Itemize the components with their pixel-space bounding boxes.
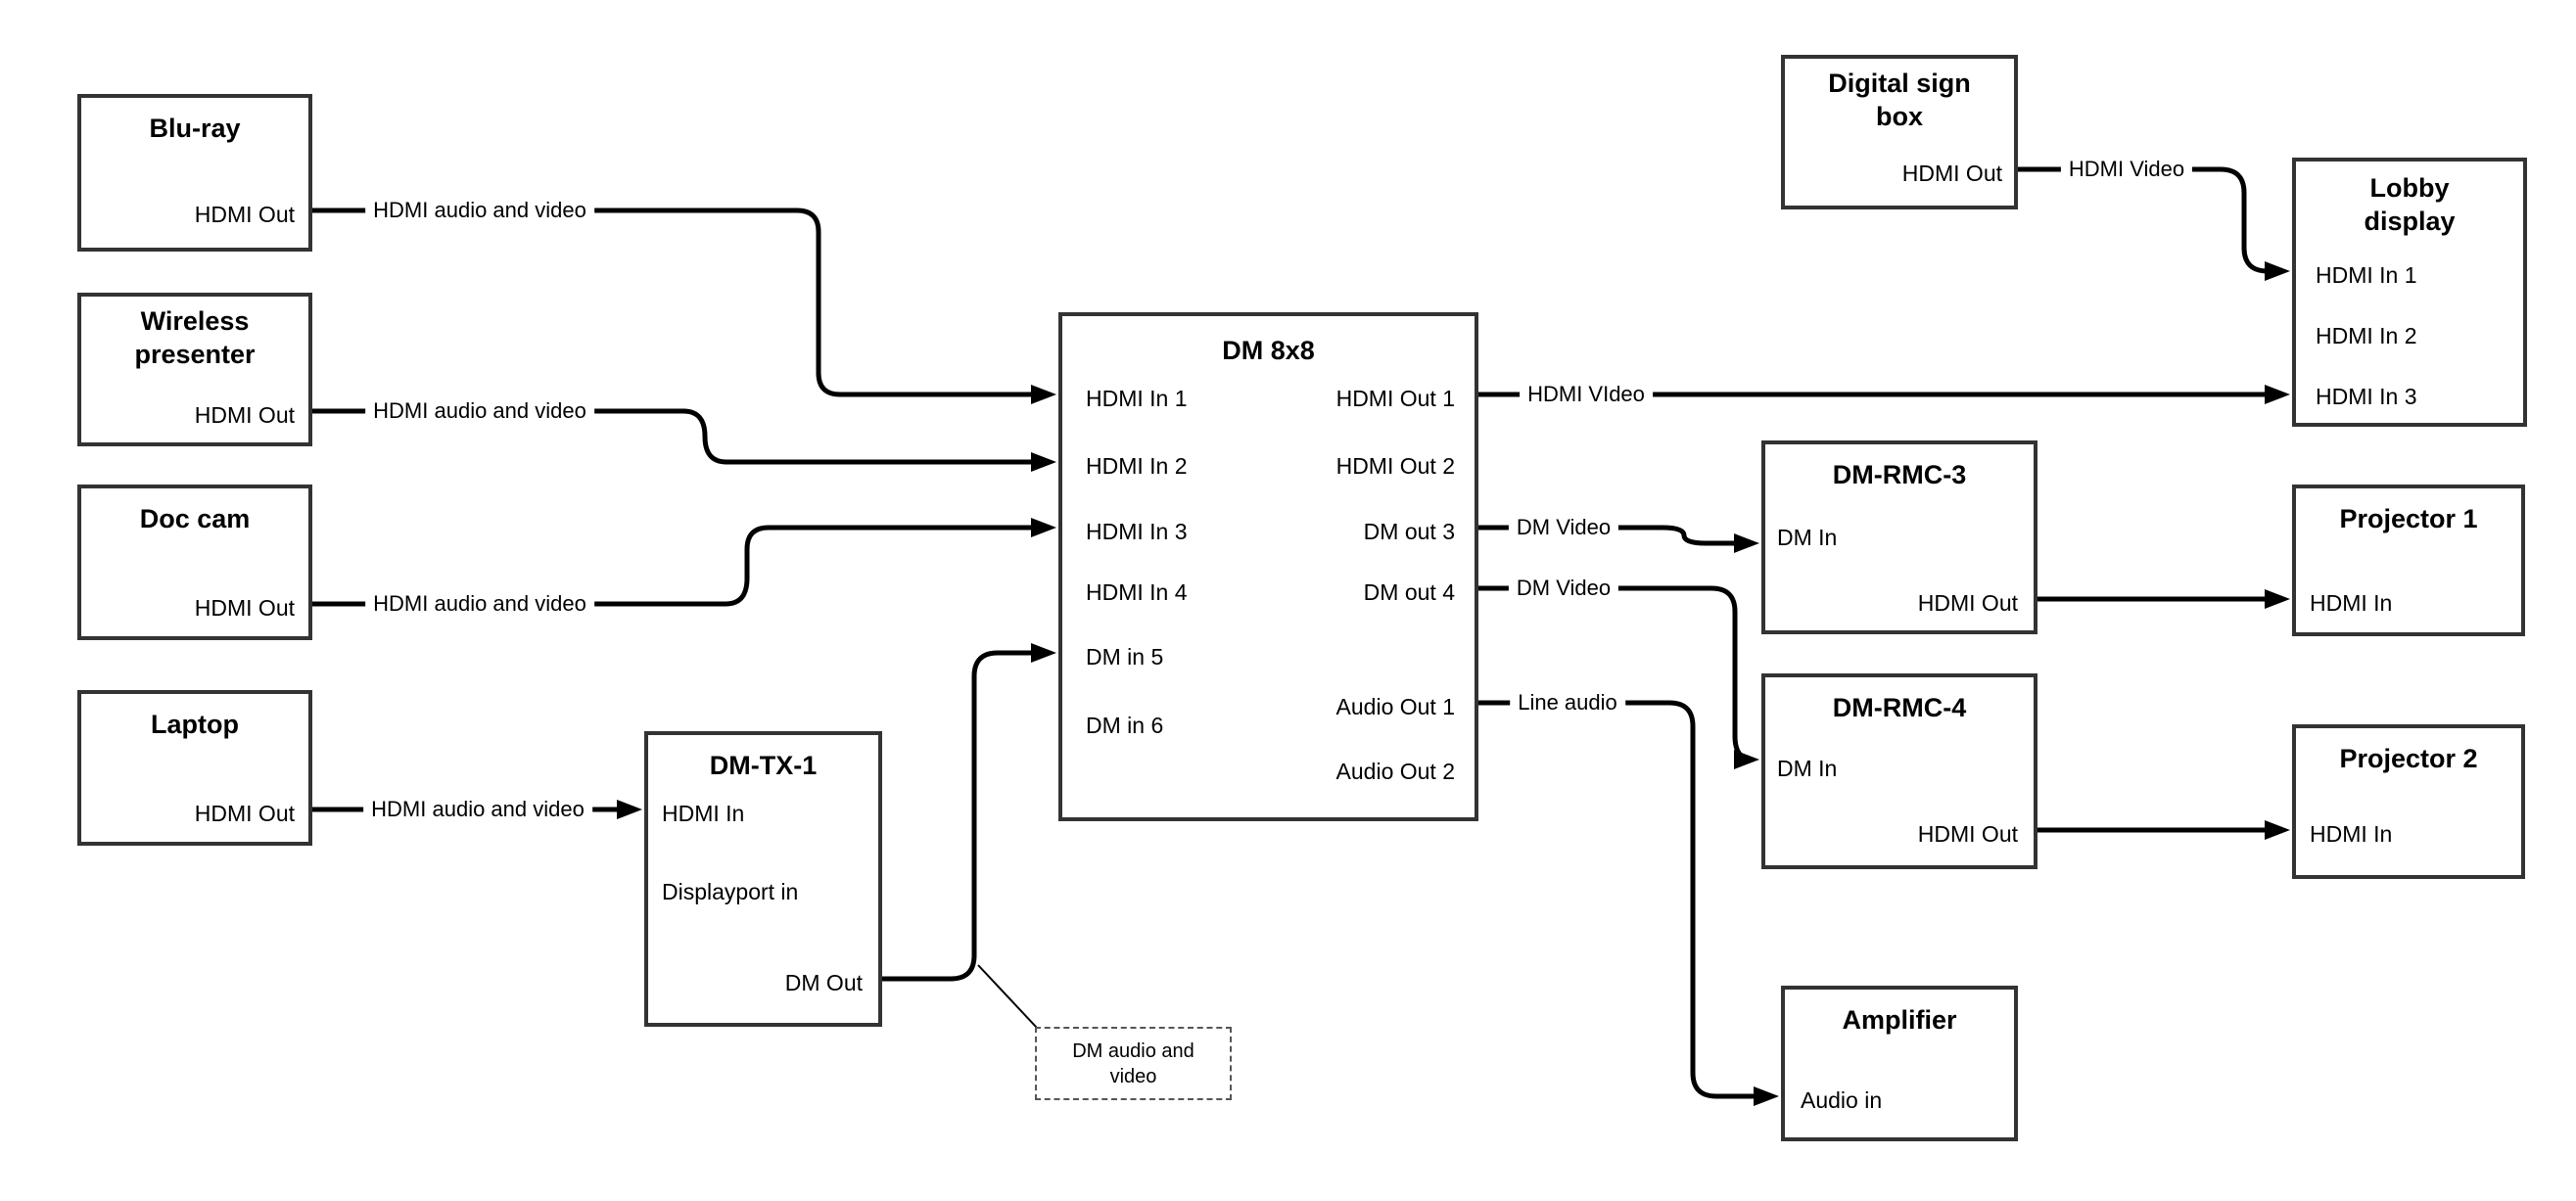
node-title: Doc cam: [139, 504, 251, 533]
node-title: DM-TX-1: [709, 751, 818, 780]
node-laptop: Laptop HDMI Out: [77, 690, 312, 846]
arrowhead: [2265, 261, 2290, 281]
port-hdmi-out: HDMI Out: [1917, 821, 2018, 847]
port-hdmi-out: HDMI Out: [1901, 161, 2002, 186]
port-hdmi-in-3: HDMI In 3: [2316, 384, 2417, 409]
connection-label-hdmi-av-wireless: HDMI audio and video: [365, 398, 594, 424]
wire-dm8x8-audio1-to-amplifier: [1478, 700, 1758, 1099]
wire-digitalsign-to-lobby-in1: [2018, 166, 2269, 274]
arrowhead: [1734, 750, 1759, 769]
connection-label-dm-video-out3: DM Video: [1508, 515, 1619, 540]
wire-bluray-to-dm8x8-in1: [312, 208, 1034, 397]
node-projector-2: Projector 2 HDMI In: [2292, 724, 2525, 879]
arrowhead: [2265, 589, 2290, 609]
wire-dmtx1-to-dm8x8-in5: [882, 650, 1034, 982]
port-audio-out-1: Audio Out 1: [1335, 694, 1455, 719]
port-hdmi-out: HDMI Out: [194, 202, 295, 227]
node-title: Lobby display: [2364, 173, 2456, 236]
port-hdmi-in: HDMI In: [662, 801, 745, 826]
connection-label-hdmi-video-sign: HDMI Video: [2060, 157, 2193, 182]
node-title: DM 8x8: [1222, 336, 1315, 365]
connection-label-hdmi-av-bluray: HDMI audio and video: [365, 198, 594, 223]
port-hdmi-in-1: HDMI In 1: [2316, 262, 2417, 288]
node-title: DM-RMC-3: [1832, 460, 1967, 489]
node-title: DM-RMC-4: [1832, 693, 1967, 722]
node-title: Blu-ray: [149, 114, 241, 143]
arrowhead: [1031, 385, 1056, 404]
wire-dm8x8-out3-to-dmrmc3: [1478, 525, 1737, 546]
arrowhead: [2265, 820, 2290, 840]
port-hdmi-in-2: HDMI In 2: [1086, 453, 1188, 479]
port-hdmi-in-3: HDMI In 3: [1086, 519, 1188, 544]
note-dm-audio-and-video: DM audio and video: [1035, 1027, 1232, 1100]
port-hdmi-in: HDMI In: [2310, 821, 2393, 847]
wire-dm8x8-out4-to-dmrmc4: [1478, 585, 1754, 762]
node-title: Laptop: [151, 710, 239, 739]
arrowhead: [617, 800, 642, 819]
node-title: Projector 1: [2339, 504, 2478, 533]
port-hdmi-out: HDMI Out: [1917, 590, 2018, 616]
port-hdmi-out-1: HDMI Out 1: [1335, 386, 1455, 411]
port-displayport-in: Displayport in: [662, 879, 799, 904]
node-title: Projector 2: [2339, 744, 2478, 773]
port-hdmi-in-2: HDMI In 2: [2316, 323, 2417, 348]
port-hdmi-out: HDMI Out: [194, 801, 295, 826]
port-dm-in-6: DM in 6: [1086, 713, 1164, 738]
port-dm-out-4: DM out 4: [1363, 579, 1455, 605]
port-dm-in: DM In: [1777, 525, 1838, 550]
node-lobby-display: Lobby display HDMI In 1 HDMI In 2 HDMI I…: [2292, 158, 2527, 427]
node-dm-rmc-4: DM-RMC-4 DM In HDMI Out: [1761, 673, 2037, 869]
node-blu-ray: Blu-ray HDMI Out: [77, 94, 312, 252]
node-digital-sign-box: Digital sign box HDMI Out: [1781, 55, 2018, 209]
node-dm-8x8: DM 8x8 HDMI In 1 HDMI In 2 HDMI In 3 HDM…: [1058, 312, 1478, 821]
connection-label-hdmi-av-laptop: HDMI audio and video: [363, 797, 592, 822]
port-audio-in: Audio in: [1801, 1087, 1883, 1113]
arrowhead: [2265, 385, 2290, 404]
note-callout-line: [977, 964, 1038, 1029]
arrowhead: [1031, 518, 1056, 537]
node-title: Digital sign box: [1828, 69, 1971, 131]
node-title: Amplifier: [1842, 1005, 1957, 1035]
node-wireless-presenter: Wireless presenter HDMI Out: [77, 293, 312, 446]
connection-label-hdmi-video-out1: HDMI VIdeo: [1520, 382, 1653, 407]
connection-label-hdmi-av-doccam: HDMI audio and video: [365, 591, 594, 617]
port-hdmi-in: HDMI In: [2310, 590, 2393, 616]
node-projector-1: Projector 1 HDMI In: [2292, 485, 2525, 636]
arrowhead: [1734, 533, 1759, 553]
port-hdmi-in-1: HDMI In 1: [1086, 386, 1188, 411]
node-doc-cam: Doc cam HDMI Out: [77, 485, 312, 640]
port-dm-out-3: DM out 3: [1363, 519, 1455, 544]
connection-label-dm-video-out4: DM Video: [1508, 576, 1619, 601]
node-dm-tx-1: DM-TX-1 HDMI In Displayport in DM Out: [644, 731, 882, 1027]
connection-label-line-audio: Line audio: [1510, 690, 1625, 716]
node-title: Wireless presenter: [134, 306, 256, 369]
wire-wireless-to-dm8x8-in2: [312, 408, 1034, 465]
port-dm-in-5: DM in 5: [1086, 644, 1164, 670]
port-hdmi-out: HDMI Out: [194, 595, 295, 621]
port-hdmi-in-4: HDMI In 4: [1086, 579, 1188, 605]
port-dm-out: DM Out: [784, 970, 863, 995]
node-amplifier: Amplifier Audio in: [1781, 986, 2018, 1141]
port-audio-out-2: Audio Out 2: [1335, 759, 1455, 784]
node-dm-rmc-3: DM-RMC-3 DM In HDMI Out: [1761, 440, 2037, 634]
port-dm-in: DM In: [1777, 756, 1838, 781]
port-hdmi-out-2: HDMI Out 2: [1335, 453, 1455, 479]
port-hdmi-out: HDMI Out: [194, 402, 295, 428]
arrowhead: [1754, 1086, 1779, 1106]
arrowhead: [1031, 643, 1056, 663]
arrowhead: [1031, 452, 1056, 472]
wire-doccam-to-dm8x8-in3: [312, 525, 1034, 607]
